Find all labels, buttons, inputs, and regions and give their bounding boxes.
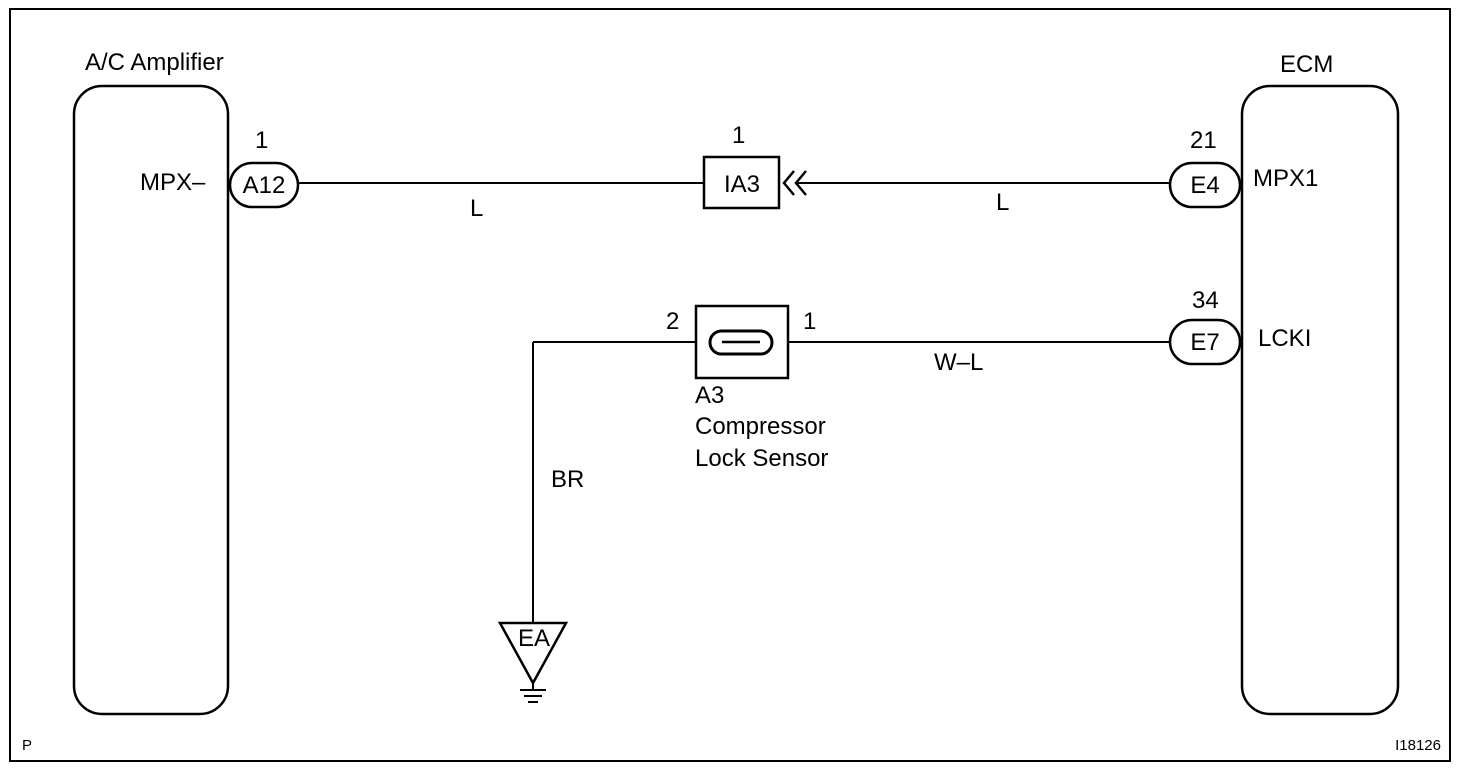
- wire-color-upper-right: L: [996, 189, 1009, 216]
- wire-color-ground: BR: [551, 466, 584, 493]
- amplifier-title: A/C Amplifier: [85, 49, 224, 76]
- ecm-pin-21: 21: [1190, 127, 1217, 154]
- sensor-pin-left: 2: [666, 308, 679, 335]
- amplifier-terminal-label: MPX–: [140, 169, 206, 196]
- connector-e4: [1168, 161, 1242, 209]
- footer-right-code: I18126: [1395, 737, 1441, 754]
- sensor-box: [694, 304, 790, 380]
- ground-point-triangle: [497, 621, 569, 686]
- diagram-frame: [9, 8, 1451, 762]
- connector-a12: [228, 161, 300, 209]
- connector-a12-label: A12: [243, 172, 286, 199]
- amplifier-pin-number: 1: [255, 127, 268, 154]
- sensor-name-line2: Lock Sensor: [695, 445, 828, 472]
- sensor-code: A3: [695, 382, 724, 409]
- ecm-box: [1240, 84, 1400, 716]
- ground-icon: [520, 683, 546, 703]
- ecm-terminal-mpx1: MPX1: [1253, 165, 1318, 192]
- sensor-pin-right: 1: [803, 308, 816, 335]
- footer-left-code: P: [22, 737, 32, 754]
- ecm-pin-34: 34: [1192, 287, 1219, 314]
- sensor-coil-icon: [708, 329, 774, 356]
- junction-connector-ia3: [702, 155, 781, 210]
- wire-color-sensor-ecm: W–L: [934, 349, 983, 376]
- junction-connector-label: IA3: [724, 171, 760, 198]
- sensor-name-line1: Compressor: [695, 413, 826, 440]
- ecm-title: ECM: [1280, 51, 1333, 78]
- connector-e7-label: E7: [1190, 329, 1219, 356]
- wire-color-upper-left: L: [470, 195, 483, 222]
- amplifier-box: [72, 84, 230, 716]
- ecm-terminal-lcki: LCKI: [1258, 325, 1311, 352]
- junction-pin-number: 1: [732, 122, 745, 149]
- ground-point-label: EA: [518, 625, 550, 652]
- connector-e4-label: E4: [1190, 172, 1219, 199]
